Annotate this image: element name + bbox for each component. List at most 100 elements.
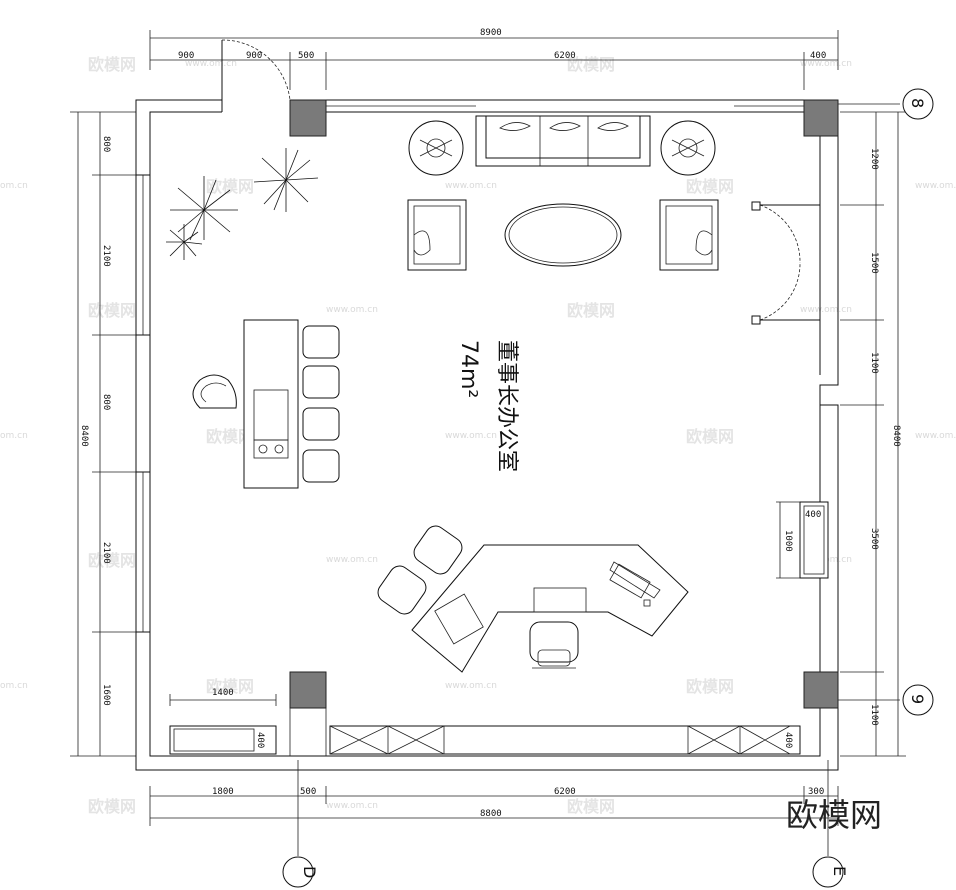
watermark-url: www.om.cn <box>445 181 497 191</box>
dim-left-seg: 800 <box>101 394 111 410</box>
bar-stool <box>302 449 340 483</box>
dim-top-seg: 900 <box>178 51 194 61</box>
watermark-url: www.om.cn <box>800 305 852 315</box>
sofa-set <box>407 115 719 271</box>
grid-axis-markers: 8 9 D E <box>282 88 934 888</box>
dim-tv-depth: 400 <box>783 732 793 748</box>
watermark-brand: 欧模网 <box>567 301 615 320</box>
dim-right-seg: 1200 <box>869 148 879 170</box>
watermark-url: om.cn <box>0 181 28 191</box>
grid-label-9: 9 <box>908 694 927 704</box>
bar-stool <box>302 407 340 441</box>
watermark-brand: 欧模网 <box>206 677 254 696</box>
room-area-label: 74m² <box>456 340 481 398</box>
inner-wall <box>149 111 821 757</box>
dim-top-total: 8900 <box>480 28 502 38</box>
watermark-url: www.om.cn <box>445 431 497 441</box>
column-bottom-right <box>803 671 839 709</box>
dim-side-depth: 400 <box>805 510 821 520</box>
watermark-url: www.om.cn <box>445 681 497 691</box>
watermark-url: www.om.cn <box>915 431 956 441</box>
dim-right-seg: 3500 <box>869 528 879 550</box>
watermark-brand: 欧模网 <box>88 55 136 74</box>
dim-bottom-seg: 1800 <box>212 787 234 797</box>
potted-plants <box>166 148 319 260</box>
watermark-brand: 欧模网 <box>686 177 734 196</box>
armchair-right <box>659 199 719 271</box>
watermark-brand: 欧模网 <box>686 677 734 696</box>
grid-bubble-9 <box>902 684 934 716</box>
dim-right-seg: 1100 <box>869 352 879 374</box>
watermark-layer: 欧模网 www.om.cn 欧模网 www.om.cn om.cn 欧模网 ww… <box>0 55 956 816</box>
tv-cabinet <box>329 725 801 755</box>
outer-wall <box>135 99 839 771</box>
grid-label-e: E <box>830 866 849 876</box>
side-cabinet <box>799 501 829 579</box>
dim-top-seg: 400 <box>810 51 826 61</box>
dim-cabinet-width: 1400 <box>212 688 234 698</box>
watermark-brand: 欧模网 <box>88 797 136 816</box>
entry-door-swing <box>221 39 291 101</box>
dim-bottom-seg: 300 <box>808 787 824 797</box>
plant-icon <box>253 148 319 212</box>
top-dimension-lines: 8900 900 900 500 6200 400 <box>149 28 839 90</box>
dim-top-seg: 500 <box>298 51 314 61</box>
guest-chair <box>413 525 463 575</box>
watermark-url: www.om.cn <box>326 305 378 315</box>
watermark-url: www.om.cn <box>800 59 852 69</box>
plant-icon <box>170 176 238 241</box>
right-dimension-lines: 1200 1500 1100 3500 1100 8400 <box>840 111 906 757</box>
grid-label-d: D <box>300 866 319 878</box>
desk-monitor <box>609 563 651 599</box>
dim-bottom-seg: 500 <box>300 787 316 797</box>
watermark-url: www.om.cn <box>326 801 378 811</box>
bar-stool <box>302 365 340 399</box>
dim-right-total: 8400 <box>891 425 901 447</box>
low-cabinet <box>169 725 277 755</box>
dim-right-seg: 1100 <box>869 704 879 726</box>
watermark-url: www.om.cn <box>326 555 378 565</box>
dim-right-seg: 1500 <box>869 252 879 274</box>
desk-mouse <box>643 599 651 607</box>
executive-desk-set <box>377 525 689 673</box>
brand-watermark: 欧模网 <box>786 796 882 834</box>
watermark-brand: 欧模网 <box>567 797 615 816</box>
dim-bottom-seg: 6200 <box>554 787 576 797</box>
armchair-left <box>407 199 467 271</box>
dim-top-seg: 900 <box>246 51 262 61</box>
room-label: 董事长办公室 74m² <box>456 340 519 472</box>
executive-desk <box>411 544 689 673</box>
dim-side-length: 1000 <box>783 530 793 552</box>
grid-bubble-d <box>282 856 314 888</box>
dim-left-seg: 2100 <box>101 245 111 267</box>
watermark-brand: 欧模网 <box>206 177 254 196</box>
watermark-brand: 欧模网 <box>88 551 136 570</box>
watermark-url: www.om.cn <box>185 59 237 69</box>
grid-label-8: 8 <box>908 98 927 108</box>
room-name-label: 董事长办公室 <box>494 340 519 472</box>
columns <box>289 99 839 756</box>
bar-counter-set <box>192 319 340 489</box>
dim-left-seg: 2100 <box>101 542 111 564</box>
watermark-brand: 欧模网 <box>206 427 254 446</box>
bar-stool <box>302 325 340 359</box>
watermark-url: om.cn <box>0 681 28 691</box>
bottom-cabinets: 1400 400 400 <box>169 688 801 755</box>
watermark-brand: 欧模网 <box>88 301 136 320</box>
watermark-url: om.cn <box>0 431 28 441</box>
watermark-url: www.om.cn <box>915 181 956 191</box>
dim-cabinet-depth: 400 <box>255 732 265 748</box>
dim-left-seg: 1600 <box>101 684 111 706</box>
desk-drawer <box>533 587 587 613</box>
column-top-left <box>289 99 327 137</box>
column-top-right <box>803 99 839 137</box>
dim-left-seg: 800 <box>101 136 111 152</box>
counter-chair <box>192 374 237 409</box>
left-dimension-lines: 800 2100 800 2100 1600 8400 <box>70 111 136 757</box>
coffee-table <box>504 203 622 267</box>
dim-top-seg: 6200 <box>554 51 576 61</box>
grid-bubble-8 <box>902 88 934 120</box>
column-bottom-left <box>289 671 327 709</box>
